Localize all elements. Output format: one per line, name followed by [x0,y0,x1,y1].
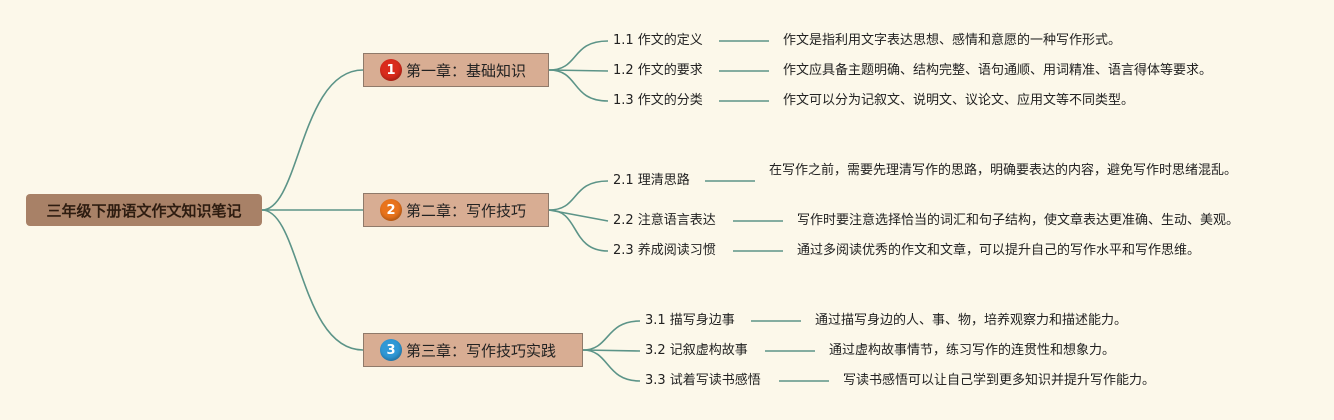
item-3-2-label[interactable]: 3.2 记叙虚构故事 [645,343,748,358]
connector-ch2-item1 [548,180,609,211]
root-topic[interactable]: 三年级下册语文作文知识笔记 [26,194,262,226]
item-1-2-description: 作文应具备主题明确、结构完整、语句通顺、用词精准、语言得体等要求。 [783,63,1213,78]
item-3-1-description: 通过描写身边的人、事、物，培养观察力和描述能力。 [815,313,1128,328]
item-2-3-label[interactable]: 2.3 养成阅读习惯 [613,243,716,258]
item-2-1-label[interactable]: 2.1 理清思路 [613,173,690,188]
connector-ch1-item3 [548,69,609,102]
item-1-3-label[interactable]: 1.3 作文的分类 [613,93,703,108]
root-title: 三年级下册语文作文知识笔记 [46,201,242,220]
item-3-2-description: 通过虚构故事情节，练习写作的连贯性和想象力。 [829,343,1116,358]
item-1-3-description: 作文可以分为记叙文、说明文、议论文、应用文等不同类型。 [783,93,1135,108]
item-3-3-description: 写读书感悟可以让自己学到更多知识并提升写作能力。 [843,373,1156,388]
connector-root-chapter-1 [261,69,364,211]
item-2-2-description: 写作时要注意选择恰当的词汇和句子结构，使文章表达更准确、生动、美观。 [797,213,1240,228]
chapter-2-title: 第二章：写作技巧 [406,201,527,220]
item-1-2-label[interactable]: 1.2 作文的要求 [613,63,703,78]
item-2-1-description: 在写作之前，需要先理清写作的思路，明确要表达的内容，避免写作时思绪混乱。 [769,163,1238,178]
chapter-3-number-badge: 3 [380,339,402,361]
chapter-3-title: 第三章：写作技巧实践 [406,341,557,360]
item-1-1-label[interactable]: 1.1 作文的定义 [613,33,703,48]
connector-ch3-item2 [582,349,641,352]
item-3-1-label[interactable]: 3.1 描写身边事 [645,313,735,328]
connector-ch1-item1 [548,40,609,71]
item-1-1-description: 作文是指利用文字表达思想、感情和意愿的一种写作形式。 [783,33,1122,48]
chapter-1-title: 第一章：基础知识 [406,61,527,80]
item-2-3-description: 通过多阅读优秀的作文和文章，可以提升自己的写作水平和写作思维。 [797,243,1201,258]
connector-ch1-item2 [548,69,609,72]
chapter-2-number-badge: 2 [380,199,402,221]
chapter-3-node[interactable]: 3 第三章：写作技巧实践 [363,333,583,367]
chapter-1-number-badge: 1 [380,59,402,81]
connector-ch2-item3 [548,209,609,252]
connector-ch3-item1 [582,320,641,351]
connector-ch3-item3 [582,349,641,382]
connector-root-chapter-3 [261,209,364,351]
chapter-2-node[interactable]: 2 第二章：写作技巧 [363,193,549,227]
item-3-3-label[interactable]: 3.3 试着写读书感悟 [645,373,761,388]
chapter-1-node[interactable]: 1 第一章：基础知识 [363,53,549,87]
item-2-2-label[interactable]: 2.2 注意语言表达 [613,213,716,228]
